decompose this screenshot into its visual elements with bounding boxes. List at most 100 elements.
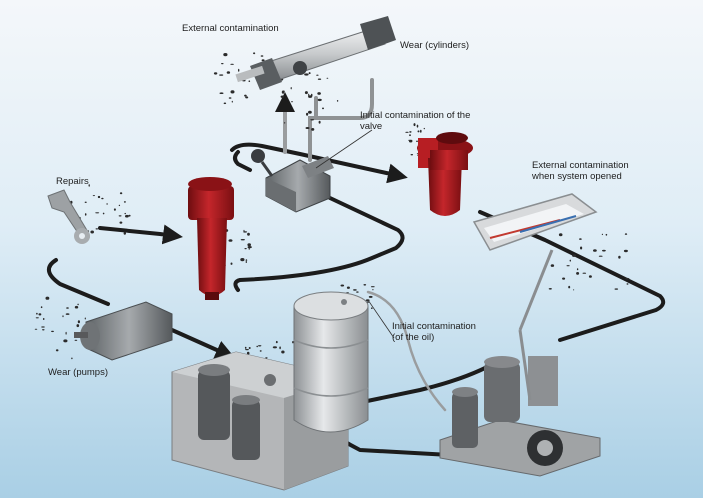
particle (63, 339, 68, 343)
particle (228, 239, 233, 242)
particle (40, 306, 43, 309)
particle (247, 246, 252, 249)
particle (38, 313, 42, 316)
particle (240, 239, 245, 241)
particle (292, 341, 294, 344)
particle (602, 249, 606, 252)
label-initial-oil-line2: (of the oil) (392, 332, 435, 343)
particle (601, 233, 604, 236)
particle (71, 357, 73, 360)
pipe-pump-return (170, 328, 236, 360)
particle (45, 296, 50, 300)
particle (317, 78, 322, 80)
particle (279, 346, 281, 350)
particle (576, 272, 580, 275)
particle (283, 122, 286, 124)
particle (409, 140, 413, 143)
particle (416, 140, 418, 142)
particle (614, 288, 619, 290)
label-wear-pumps: Wear (pumps) (48, 367, 109, 378)
particle (346, 286, 350, 289)
particle (593, 249, 597, 252)
particle (588, 275, 592, 278)
particle (248, 80, 251, 82)
particle (101, 197, 104, 200)
particle (228, 97, 232, 99)
particle (231, 100, 233, 103)
valve-icon (251, 149, 334, 213)
particle (128, 214, 131, 217)
pressure-filter-icon (188, 177, 234, 300)
particle (318, 120, 321, 124)
particle (65, 331, 67, 335)
particle (230, 262, 233, 265)
particle (618, 255, 621, 259)
particle (36, 312, 38, 315)
particle (97, 195, 101, 199)
label-external-contamination: External contamination (182, 23, 279, 34)
particle (125, 214, 129, 218)
particle (410, 154, 414, 156)
wrench-icon (47, 189, 90, 244)
particle (317, 98, 322, 102)
cylinder-icon (235, 16, 396, 90)
particle (363, 284, 367, 286)
particle (280, 95, 285, 98)
particle (253, 52, 256, 55)
particle (598, 255, 603, 257)
particle (248, 347, 251, 349)
particle (416, 124, 419, 128)
particle (566, 265, 570, 267)
particle (370, 286, 375, 288)
particle (353, 289, 357, 291)
particle (413, 123, 416, 127)
particle (281, 90, 285, 94)
particle (569, 259, 571, 262)
particle (221, 63, 224, 65)
particle (258, 345, 262, 347)
return-filter-icon (417, 132, 473, 216)
particle (51, 330, 54, 333)
particle (572, 254, 577, 257)
filter-cart-icon (439, 249, 601, 477)
particle (417, 130, 420, 133)
particle (42, 318, 45, 320)
pipe-filter-to-cart (478, 210, 666, 342)
particle (244, 346, 247, 349)
particle (244, 248, 247, 250)
particle (118, 204, 121, 207)
particle (118, 215, 122, 217)
label-initial-valve-line2: valve (360, 121, 383, 132)
particle (245, 96, 249, 99)
particle (368, 295, 373, 298)
pipe-left-loop (47, 258, 110, 306)
particle (308, 110, 312, 114)
particle (247, 232, 250, 236)
particle (259, 350, 262, 352)
particle (247, 243, 251, 247)
particle (550, 264, 555, 267)
particle (275, 340, 278, 344)
particle (240, 258, 245, 262)
particle (42, 329, 45, 331)
particle (420, 129, 422, 133)
particle (55, 349, 59, 352)
particle (290, 101, 294, 103)
oil-drum-icon (293, 291, 369, 433)
particle (305, 127, 310, 129)
particle (238, 68, 240, 72)
particle (219, 92, 224, 94)
particle (558, 233, 563, 237)
pump-icon (74, 301, 173, 361)
particle (223, 53, 228, 57)
particle (245, 349, 249, 351)
particle (576, 268, 579, 271)
particle (230, 63, 234, 65)
particle (308, 95, 313, 98)
particle (90, 230, 94, 234)
label-initial-valve-line1: Initial contamination of the (360, 110, 471, 121)
particle (290, 87, 292, 90)
pipe-return-loop (233, 196, 405, 292)
particle (248, 247, 250, 250)
